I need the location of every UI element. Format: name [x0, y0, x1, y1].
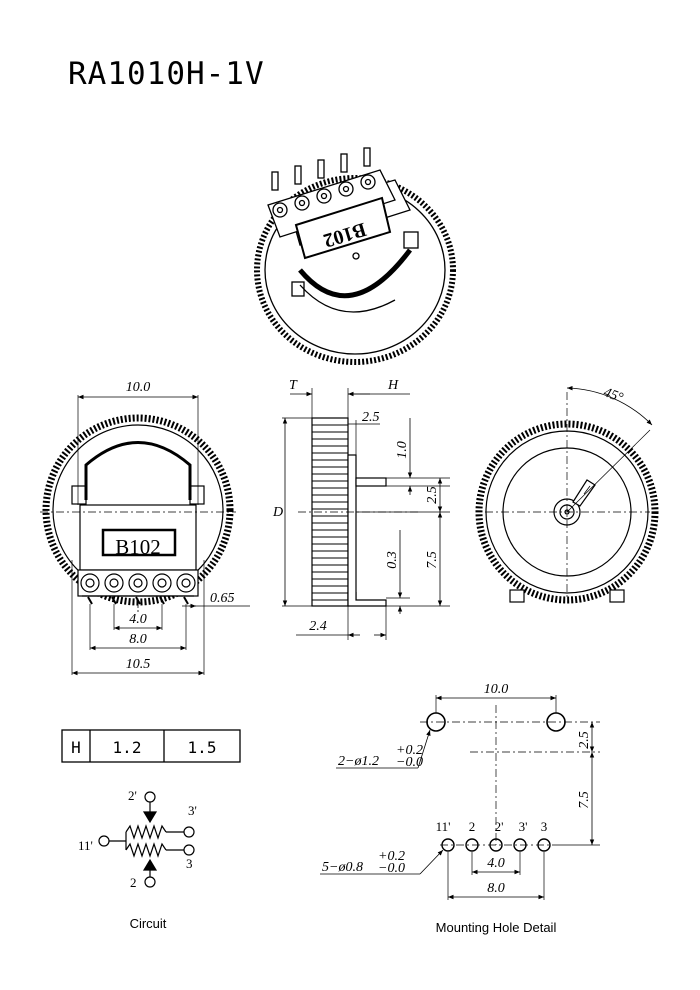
- circuit-pin-11prime: 11': [78, 838, 93, 853]
- side-view: [282, 388, 450, 640]
- side-knurl-lines: [312, 424, 348, 601]
- circuit-pin-3prime: 3': [188, 803, 197, 818]
- dim-pin-width: 0.65: [210, 591, 235, 606]
- dim-front-overall: 10.5: [126, 657, 151, 672]
- front-terminal-holes: [80, 573, 196, 593]
- mount-large-tol-plus: +0.2: [396, 743, 423, 758]
- mount-pitch: 4.0: [487, 856, 505, 871]
- h-table-value-1: 1.2: [113, 738, 142, 757]
- circuit-pin-3: 3: [186, 856, 193, 871]
- circuit-schematic: [98, 791, 195, 888]
- dim-rotation-angle: 45°: [601, 385, 625, 406]
- dim-side-offset: 0.3: [385, 551, 400, 569]
- mount-v-main: 7.5: [577, 791, 592, 809]
- mount-span: 8.0: [487, 881, 505, 896]
- dim-side-diameter: D: [272, 505, 283, 520]
- h-table: [61, 729, 241, 763]
- back-knurl-ring: [475, 420, 659, 604]
- dim-front-pitch: 4.0: [129, 612, 147, 627]
- dim-side-thickness: T: [289, 378, 298, 393]
- mount-pin-label-11prime: 11': [436, 819, 451, 834]
- dim-front-width: 10.0: [126, 380, 151, 395]
- mount-pin-label-2: 2: [469, 819, 476, 834]
- circuit-caption: Circuit: [130, 916, 167, 931]
- mount-large-tol-minus: −0.0: [396, 755, 423, 770]
- part-number-title: RA1010H-1V: [68, 56, 265, 92]
- circuit-pin-2: 2: [130, 875, 137, 890]
- mounting-caption: Mounting Hole Detail: [436, 920, 557, 935]
- mount-small-tol-minus: −0.0: [378, 861, 405, 876]
- dim-side-height: H: [387, 378, 399, 393]
- mount-top-span: 10.0: [484, 682, 509, 697]
- isometric-view: [254, 147, 456, 365]
- mount-pin-label-2prime: 2': [495, 819, 504, 834]
- mount-large-holes: 2−ø1.2: [338, 754, 379, 769]
- dim-side-pin: 2.5: [425, 486, 440, 504]
- iso-terminal-holes: [272, 174, 376, 218]
- mount-pin-label-3prime: 3': [519, 819, 528, 834]
- mounting-hole-detail: [320, 695, 600, 900]
- circuit-pin-2prime: 2': [128, 788, 137, 803]
- back-view: [475, 385, 659, 604]
- dim-front-span: 8.0: [129, 632, 147, 647]
- h-table-value-2: 1.5: [188, 738, 217, 757]
- dim-side-depth: 2.4: [309, 619, 327, 634]
- h-table-label: H: [71, 738, 81, 757]
- dim-side-top: 1.0: [395, 441, 410, 459]
- iso-pins: [271, 147, 371, 191]
- mount-small-holes: 5−ø0.8: [322, 860, 363, 875]
- iso-knurl-ring: [254, 175, 456, 365]
- front-view: [40, 394, 250, 676]
- mount-small-tol-plus: +0.2: [378, 849, 405, 864]
- mount-pin-label-3: 3: [541, 819, 548, 834]
- dim-side-body: 7.5: [425, 551, 440, 569]
- front-marking-text: B102: [115, 535, 161, 559]
- dim-side-shaft: 2.5: [362, 410, 380, 425]
- mount-v-top: 2.5: [577, 731, 592, 749]
